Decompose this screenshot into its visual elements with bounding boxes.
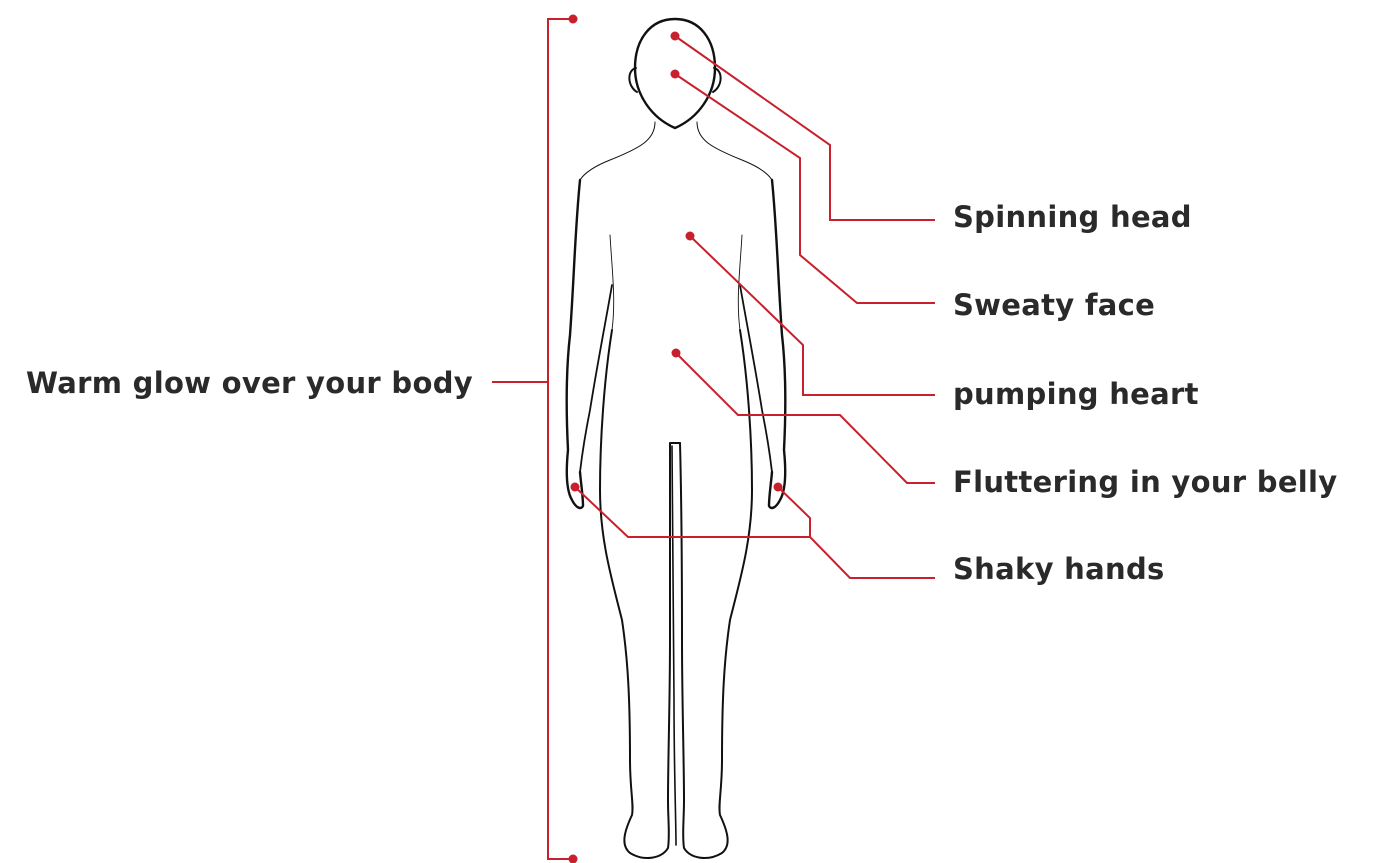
- marker-dot-fluttering-belly: [672, 349, 681, 358]
- marker-dot-right-hand: [774, 483, 783, 492]
- label-spinning-head: Spinning head: [953, 199, 1192, 235]
- marker-dot-bracket-bottom: [569, 855, 578, 863]
- label-warm-glow: Warm glow over your body: [26, 365, 473, 401]
- label-pumping-heart: pumping heart: [953, 376, 1199, 412]
- leader-line-spinning-head: [675, 36, 935, 220]
- leader-line-pumping-heart: [690, 236, 935, 395]
- marker-dot-pumping-heart: [686, 232, 695, 241]
- leader-line-shaky-hands-right: [778, 487, 935, 578]
- leader-lines: [492, 19, 935, 859]
- marker-dot-sweaty-face: [671, 70, 680, 79]
- torso-left-hint: [610, 235, 614, 330]
- marker-dot-spinning-head: [671, 32, 680, 41]
- bracket-warm-glow: [548, 19, 573, 859]
- left-arm-outer: [567, 180, 583, 508]
- right-arm-inner: [740, 285, 772, 472]
- leader-line-fluttering-belly: [676, 353, 935, 483]
- left-arm-inner: [580, 285, 612, 472]
- inner-leg-gap: [672, 446, 676, 845]
- marker-dot-bracket-top: [569, 15, 578, 24]
- leader-line-shaky-hands-left: [575, 487, 810, 537]
- right-arm-outer: [769, 180, 785, 508]
- label-sweaty-face: Sweaty face: [953, 287, 1155, 323]
- neck-left: [580, 122, 655, 180]
- right-leg: [680, 330, 752, 858]
- label-fluttering-belly: Fluttering in your belly: [953, 464, 1338, 500]
- marker-dot-left-hand: [571, 483, 580, 492]
- human-figure-outline: [567, 19, 786, 858]
- left-leg: [600, 330, 680, 858]
- label-shaky-hands: Shaky hands: [953, 551, 1165, 587]
- leader-line-sweaty-face: [675, 74, 935, 303]
